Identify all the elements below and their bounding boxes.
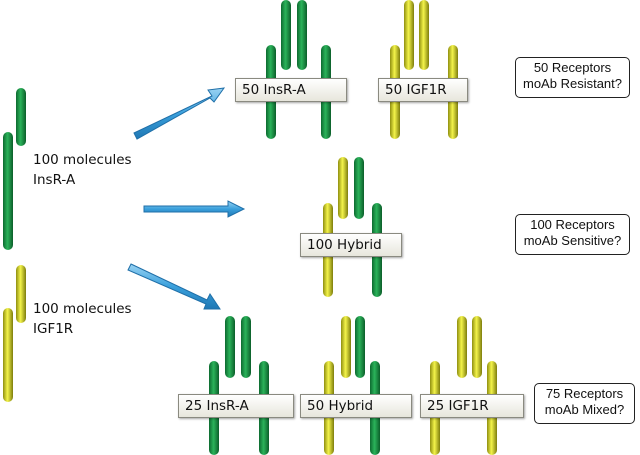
igf1r-label-line1: 100 molecules — [33, 301, 132, 317]
insr-label-line2: InsR-A — [33, 172, 76, 188]
outcome-mixed-line2: moAb Mixed? — [544, 402, 625, 417]
hybrid-receptor — [323, 157, 382, 297]
igf1r-label-line2: IGF1R — [33, 321, 74, 337]
insr-molecules-label: 100 molecules InsR-A — [33, 150, 132, 190]
outcome-sensitive-line2: moAb Sensitive? — [523, 233, 622, 248]
igf1r-homodimer-mixed — [430, 316, 497, 455]
outcome-box-mixed: 75 Receptors moAb Mixed? — [534, 383, 635, 424]
igf1r-molecules-label: 100 molecules IGF1R — [33, 299, 132, 339]
outcome-box-sensitive: 100 Receptors moAb Sensitive? — [515, 214, 630, 255]
tag-25-igf1r: 25 IGF1R — [420, 394, 524, 418]
arrow-to-hybrid — [143, 200, 246, 218]
insr-a-homodimer-mixed — [209, 316, 269, 455]
arrow-to-mixed — [127, 263, 221, 310]
tag-50-insr-a: 50 InsR-A — [235, 78, 347, 102]
tag-50-hybrid: 50 Hybrid — [300, 394, 412, 418]
hybrid-receptor-mixed — [324, 316, 380, 455]
arrow-to-homodimers — [133, 87, 226, 140]
tag-50-igf1r: 50 IGF1R — [378, 78, 468, 102]
outcome-mixed-line1: 75 Receptors — [545, 386, 624, 401]
outcome-box-resistant: 50 Receptors moAb Resistant? — [515, 57, 630, 98]
insr-monomer-left — [3, 88, 26, 250]
igf1r-homodimer — [390, 0, 458, 139]
outcome-resistant-line2: moAb Resistant? — [523, 76, 622, 91]
insr-a-homodimer — [266, 0, 331, 139]
tag-100-hybrid: 100 Hybrid — [300, 233, 402, 257]
outcome-sensitive-line1: 100 Receptors — [530, 217, 615, 232]
tag-25-insr-a: 25 InsR-A — [178, 394, 294, 418]
outcome-resistant-line1: 50 Receptors — [533, 60, 612, 75]
igf1r-monomer-left — [3, 265, 26, 402]
insr-label-line1: 100 molecules — [33, 152, 132, 168]
